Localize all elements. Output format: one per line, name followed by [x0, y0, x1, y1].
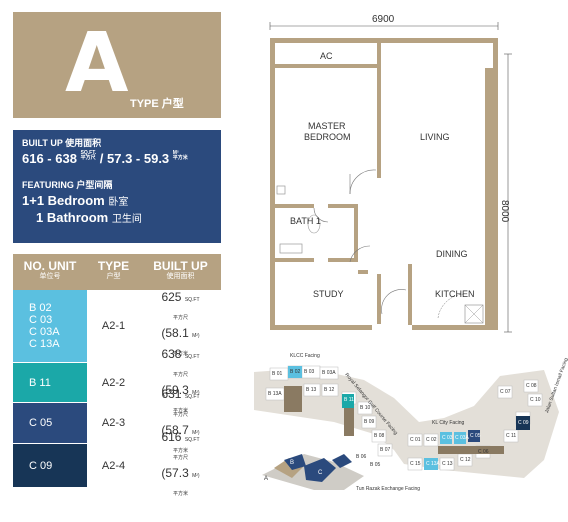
unit-cell: C 05: [13, 403, 87, 443]
room-study: STUDY: [313, 289, 344, 299]
block-a-label: A: [264, 476, 269, 482]
type-letter: A: [65, 16, 129, 111]
unit-label: C 07: [500, 389, 511, 395]
unit-label: C 03: [442, 435, 453, 441]
block-c-label: C: [318, 470, 323, 476]
room-master-line2: BEDROOM: [304, 132, 351, 142]
m2-range: 57.3 - 59.3: [107, 151, 170, 166]
unit-label: C 01: [410, 437, 421, 443]
type-cell: A2-1: [101, 320, 126, 332]
unit-cell: C 09: [13, 444, 87, 487]
featuring-bedroom: 1+1 Bedroom 卧室: [22, 193, 129, 208]
unit-label: C 08: [526, 383, 537, 389]
unit-label: B 02: [290, 369, 301, 375]
key-plan-drawing: [254, 365, 559, 490]
sqft-range: 616 - 638: [22, 151, 77, 166]
unit-label: C 05: [470, 433, 481, 439]
unit-label: C 13A: [426, 461, 440, 467]
unit-label: C 13: [442, 461, 453, 467]
unit-label: B 13A: [268, 391, 282, 397]
floor-plan: 6900 8000 AC MASTER BEDROOM LIVING BATH …: [258, 14, 534, 344]
unit-label: B 09: [364, 419, 375, 425]
room-bath: BATH 1: [290, 216, 321, 226]
unit-label: B 06: [356, 454, 367, 460]
unit-label: C 15: [410, 461, 421, 467]
type-header: A TYPE 户型: [13, 12, 221, 118]
unit-label: B 11: [344, 397, 354, 403]
room-ac: AC: [320, 51, 333, 61]
built-up-box: BUILT UP 使用面积 616 - 638 SQ.FT.平方尺 / 57.3…: [13, 130, 221, 243]
unit-label: C 12: [460, 457, 471, 463]
block-b-label: B: [290, 460, 295, 466]
floor-plan-drawing: [269, 22, 512, 333]
key-plan: KLCC Facing Royal Selangor Golf Course F…: [244, 350, 568, 515]
unit-label: B 07: [380, 447, 391, 453]
type-cell: A2-4: [101, 459, 126, 472]
built-up-title: BUILT UP 使用面积: [22, 138, 102, 148]
unit-label: C 02: [426, 437, 437, 443]
unit-label: C 03A: [455, 435, 469, 441]
unit-label: B 10: [360, 405, 371, 411]
type-cell: A2-2: [101, 376, 126, 389]
facing-tun-razak: Tun Razak Exchange Facing: [356, 486, 421, 492]
depth-dimension: 8000: [499, 200, 510, 223]
featuring-bathroom: 1 Bathroom 卫生间: [36, 210, 142, 225]
type-label: TYPE 户型: [130, 98, 184, 110]
featuring-title: FEATURING 户型间隔: [22, 180, 113, 190]
unit-label: B 01: [272, 371, 283, 377]
unit-label: C 10: [530, 397, 541, 403]
unit-label: B 12: [324, 387, 335, 393]
facing-kl-city: KL City Facing: [432, 420, 465, 426]
unit-label: B 03: [304, 369, 315, 375]
sqft-unit: SQ.FT.平方尺: [80, 150, 97, 161]
room-dining: DINING: [436, 249, 468, 259]
unit-label: B 05: [370, 462, 381, 468]
separator: /: [99, 151, 104, 166]
unit-label: B 13: [306, 387, 317, 393]
unit-label: C 11: [506, 433, 517, 439]
unit-label: C 06: [478, 449, 489, 455]
room-master-line1: MASTER: [308, 121, 346, 131]
facing-klcc: KLCC Facing: [290, 353, 320, 359]
room-living: LIVING: [420, 132, 450, 142]
unit-cell: B 11: [13, 363, 87, 402]
type-cell: A2-3: [101, 417, 126, 429]
unit-label: B 03A: [322, 370, 336, 376]
unit-label: B 08: [374, 433, 385, 439]
width-dimension: 6900: [372, 14, 395, 25]
room-kitchen: KITCHEN: [435, 289, 475, 299]
unit-label: C 09: [518, 420, 529, 426]
